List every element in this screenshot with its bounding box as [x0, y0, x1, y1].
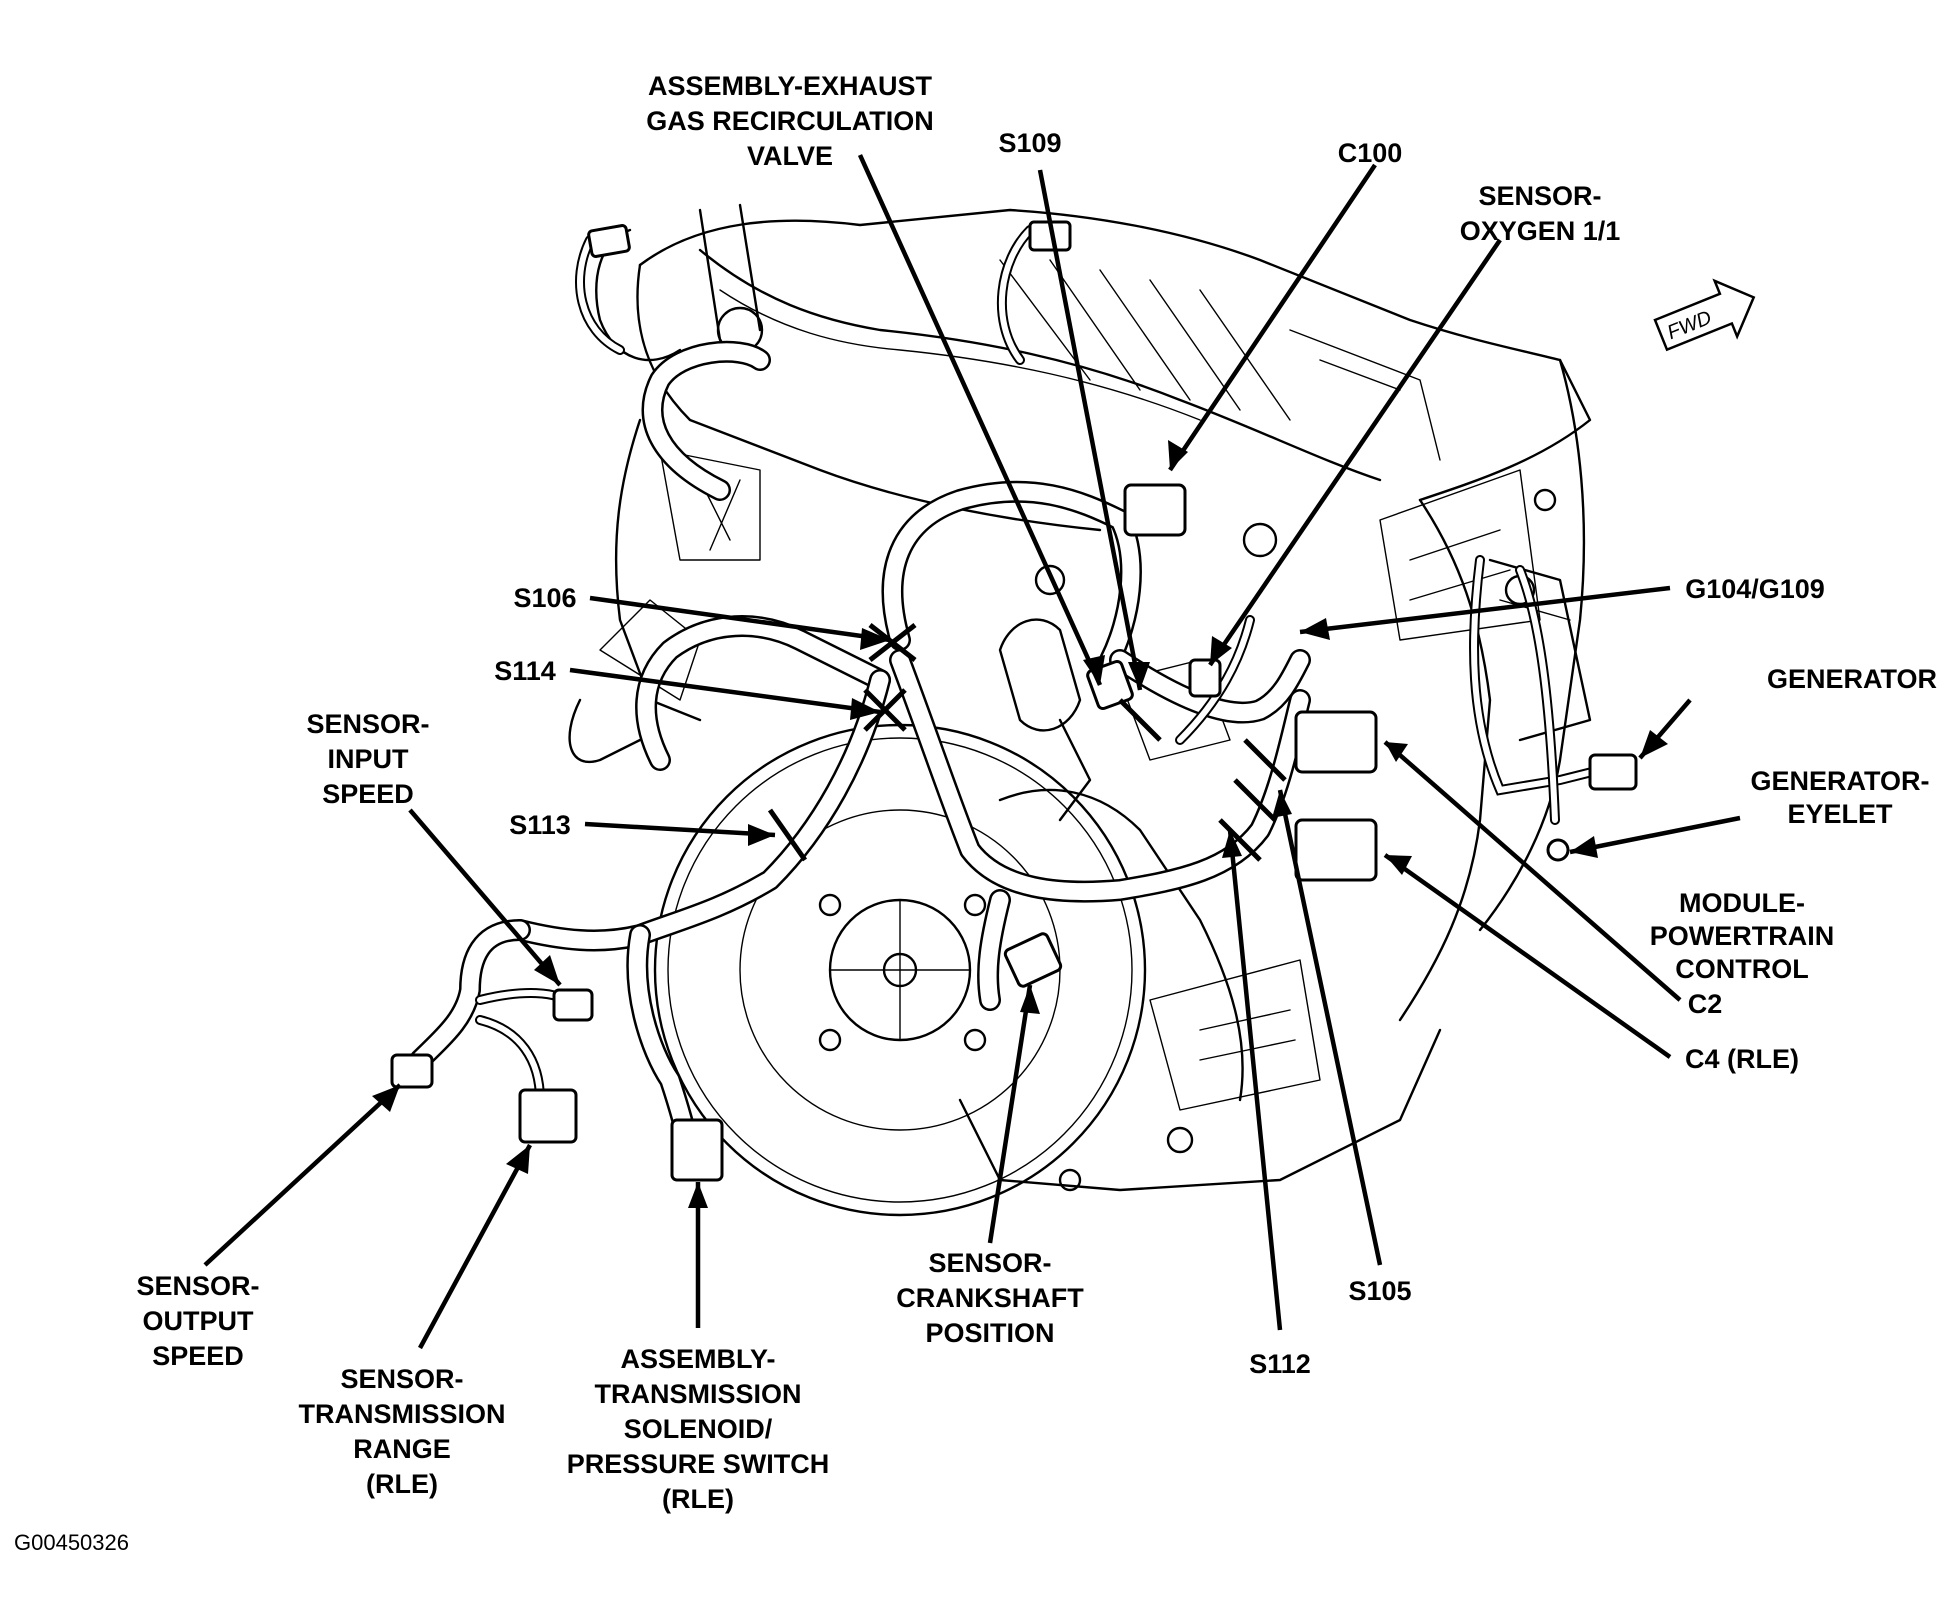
label-input-speed-line-3: SPEED — [322, 779, 414, 809]
label-generator-eyelet-line-2: EYELET — [1787, 799, 1893, 829]
label-output-speed-line-3: SPEED — [152, 1341, 244, 1371]
label-egr-valve-line-3: VALVE — [747, 141, 833, 171]
label-pcm-line-1: MODULE- — [1679, 888, 1805, 918]
label-crank-line-1: SENSOR- — [928, 1248, 1051, 1278]
label-g104-g109: G104/G109 — [1685, 574, 1825, 604]
label-output-speed-line-1: SENSOR- — [136, 1271, 259, 1301]
label-c4: C4 (RLE) — [1685, 1044, 1799, 1074]
label-generator: GENERATOR — [1767, 664, 1937, 694]
label-s109: S109 — [998, 128, 1061, 158]
label-s105: S105 — [1348, 1276, 1411, 1306]
wiring-harness — [409, 225, 1605, 1161]
arrowheads — [372, 440, 1668, 1208]
label-o2-sensor-line-2: OXYGEN 1/1 — [1460, 216, 1621, 246]
label-solenoid-line-3: SOLENOID/ — [624, 1414, 773, 1444]
label-pcm-line-3: CONTROL — [1675, 954, 1808, 984]
label-s114: S114 — [494, 656, 556, 686]
connectors — [390, 220, 1638, 1182]
label-o2-sensor-line-1: SENSOR- — [1478, 181, 1601, 211]
label-trans-range-line-4: (RLE) — [366, 1469, 438, 1499]
label-input-speed-line-2: INPUT — [328, 744, 410, 774]
label-c100: C100 — [1338, 138, 1403, 168]
label-trans-range-line-3: RANGE — [353, 1434, 451, 1464]
label-crank-line-3: POSITION — [925, 1318, 1054, 1348]
splice-markers — [767, 623, 1287, 862]
label-s112: S112 — [1249, 1349, 1311, 1379]
label-egr-valve-line-2: GAS RECIRCULATION — [646, 106, 934, 136]
callout-labels: ASSEMBLY-EXHAUST GAS RECIRCULATION VALVE… — [136, 71, 1937, 1514]
label-generator-eyelet-line-1: GENERATOR- — [1750, 766, 1929, 796]
label-input-speed-line-1: SENSOR- — [306, 709, 429, 739]
label-solenoid-line-1: ASSEMBLY- — [620, 1344, 775, 1374]
label-solenoid-line-4: PRESSURE SWITCH — [567, 1449, 830, 1479]
label-c2: C2 — [1688, 989, 1723, 1019]
label-egr-valve-line-1: ASSEMBLY-EXHAUST — [648, 71, 933, 101]
fwd-arrow-icon: FWD — [1653, 278, 1756, 352]
label-solenoid-line-2: TRANSMISSION — [594, 1379, 801, 1409]
label-pcm-line-2: POWERTRAIN — [1650, 921, 1835, 951]
label-s106: S106 — [513, 583, 576, 613]
label-trans-range-line-2: TRANSMISSION — [298, 1399, 505, 1429]
label-trans-range-line-1: SENSOR- — [340, 1364, 463, 1394]
label-solenoid-line-5: (RLE) — [662, 1484, 734, 1514]
leader-lines — [203, 154, 1741, 1350]
label-crank-line-2: CRANKSHAFT — [896, 1283, 1084, 1313]
figure-id: G00450326 — [14, 1530, 129, 1555]
label-output-speed-line-2: OUTPUT — [143, 1306, 255, 1336]
label-s113: S113 — [509, 810, 571, 840]
